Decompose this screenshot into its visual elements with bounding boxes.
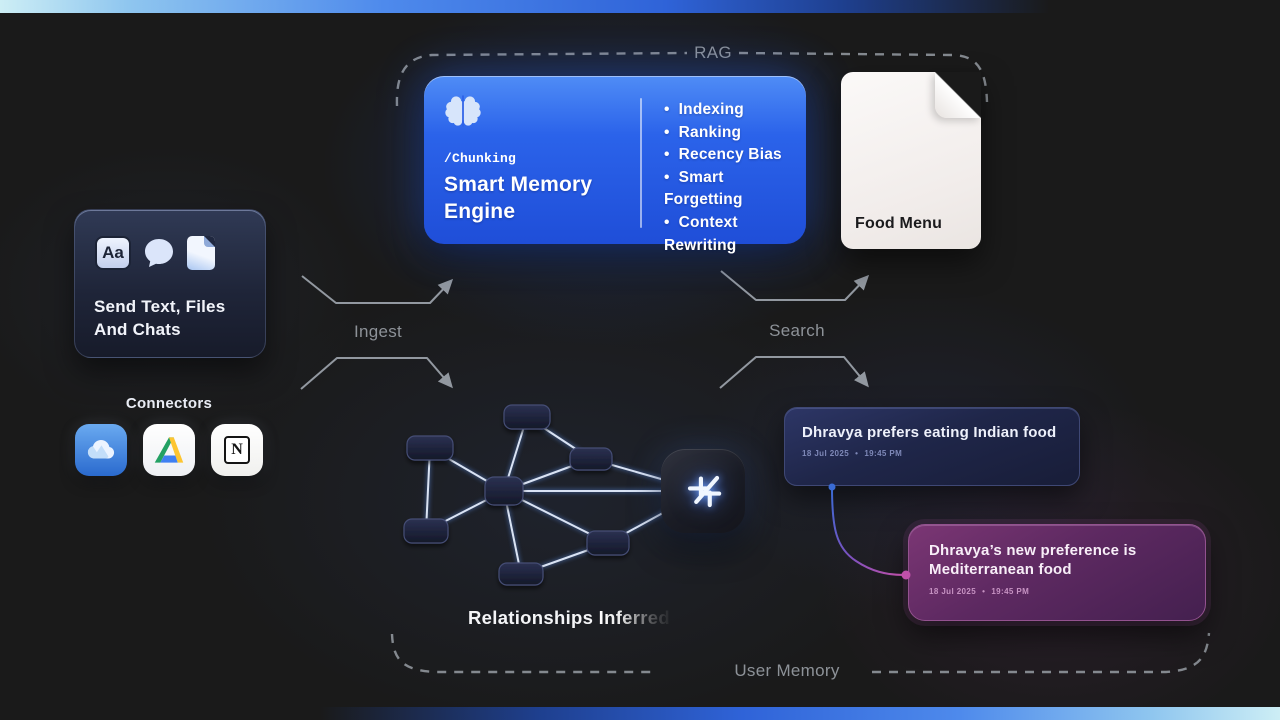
rag-section-label: RAG [694, 43, 732, 62]
bottom-gradient-bar [0, 707, 1280, 720]
notion-icon: N [211, 424, 263, 476]
top-gradient-bar [0, 0, 1280, 13]
file-icon [187, 236, 215, 270]
input-card-title: Send Text, Files And Chats [94, 297, 226, 339]
memory-card-indian-food: Dhravya prefers eating Indian food 18 Ju… [784, 407, 1080, 486]
smart-memory-engine-card: /Chunking Smart Memory Engine Indexing R… [424, 76, 806, 254]
document-label: Food Menu [855, 215, 943, 232]
feature-list: Indexing Ranking Recency Bias Smart Forg… [664, 99, 806, 257]
memory-time: 19:45 PM [864, 449, 903, 458]
memory-date: 18 Jul 2025 [802, 449, 850, 458]
dot-separator-icon: • [855, 448, 859, 458]
user-memory-section-label: User Memory [734, 661, 840, 680]
memory-timestamp: 18 Jul 2025 • 19:45 PM [929, 587, 1185, 596]
feature-item: Ranking [664, 122, 806, 145]
memory-card-mediterranean-food: Dhravya’s new preference is Mediterranea… [908, 524, 1206, 621]
feature-item: Smart Forgetting [664, 167, 806, 212]
feature-item: Indexing [664, 99, 806, 122]
connectors-label: Connectors [125, 395, 213, 412]
memory-timestamp: 18 Jul 2025 • 19:45 PM [802, 449, 1062, 458]
search-label: Search [769, 321, 825, 340]
dot-separator-icon: • [982, 586, 986, 596]
folded-corner-icon [935, 72, 981, 118]
memory-date: 18 Jul 2025 [929, 587, 977, 596]
food-menu-document: Food Menu [841, 72, 981, 249]
feature-item: Recency Bias [664, 144, 806, 167]
memory-time: 19:45 PM [991, 587, 1030, 596]
ingest-label: Ingest [353, 322, 403, 341]
feature-item: Context Rewriting [664, 212, 806, 257]
brain-icon [444, 93, 482, 129]
supermemory-logo-icon [661, 449, 745, 533]
text-format-icon: Aa [95, 236, 131, 270]
memory-text: Dhravya prefers eating Indian food [802, 424, 1057, 441]
chat-bubble-icon [141, 235, 177, 271]
card-divider [640, 98, 642, 228]
onedrive-icon [75, 424, 127, 476]
smart-memory-title: Smart Memory Engine [444, 173, 593, 223]
memory-text: Dhravya’s new preference is Mediterranea… [929, 542, 1137, 578]
graph-caption-tail: Inferred [598, 607, 670, 628]
send-input-card: Aa Send Text, Files And Chats [74, 209, 266, 358]
chunking-tag: /Chunking [444, 151, 517, 166]
notion-letter: N [224, 436, 250, 464]
google-drive-icon [143, 424, 195, 476]
graph-caption: Relationships Inferred [468, 607, 670, 629]
graph-caption-head: Relationships [468, 607, 594, 628]
